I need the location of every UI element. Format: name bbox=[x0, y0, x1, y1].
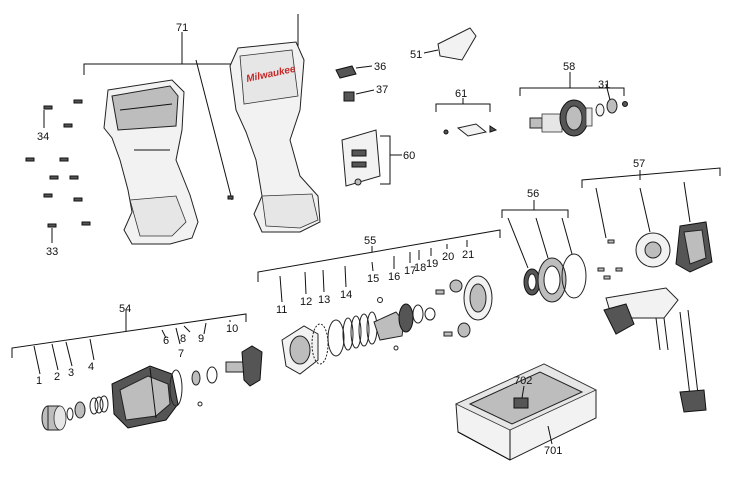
callout-16: 16 bbox=[388, 271, 400, 283]
callout-33: 33 bbox=[46, 246, 58, 258]
part-60-latch: 60 bbox=[341, 129, 415, 187]
callout-11: 11 bbox=[276, 304, 287, 316]
group-carrying-case: 702 701 bbox=[455, 363, 597, 461]
part-51: 51 bbox=[410, 27, 477, 61]
callout-51: 51 bbox=[410, 49, 422, 61]
parts-36-37: 36 37 bbox=[335, 61, 388, 102]
right-housing-half: Milwaukee bbox=[229, 41, 321, 233]
callout-54: 54 bbox=[119, 303, 131, 315]
callout-3: 3 bbox=[68, 367, 74, 379]
part-61: 61 bbox=[435, 88, 498, 137]
left-housing-half bbox=[103, 79, 199, 245]
callout-56: 56 bbox=[527, 188, 539, 200]
callout-12: 12 bbox=[300, 296, 312, 308]
group-56: 56 bbox=[501, 188, 587, 303]
callout-19: 19 bbox=[426, 258, 438, 270]
callout-20: 20 bbox=[442, 251, 454, 263]
group-57-electronics: 57 bbox=[581, 158, 721, 413]
callout-13: 13 bbox=[318, 294, 330, 306]
callout-1: 1 bbox=[36, 375, 42, 387]
housing-label-plate bbox=[227, 195, 234, 200]
callout-701: 701 bbox=[544, 445, 562, 457]
callout-21: 21 bbox=[462, 249, 474, 261]
group-58-rotor: 58 31 bbox=[519, 61, 628, 137]
callout-57: 57 bbox=[633, 158, 645, 170]
callout-2: 2 bbox=[54, 371, 60, 383]
callout-17: 17 bbox=[404, 265, 416, 277]
callout-15: 15 bbox=[367, 273, 379, 285]
callout-71: 71 bbox=[176, 22, 188, 34]
housing-screws: 34 33 bbox=[25, 99, 91, 258]
callout-31: 31 bbox=[598, 79, 610, 91]
callout-7: 7 bbox=[178, 348, 184, 360]
callout-60: 60 bbox=[403, 150, 415, 162]
callout-14: 14 bbox=[340, 289, 352, 301]
callout-55: 55 bbox=[364, 235, 376, 247]
callout-61: 61 bbox=[455, 88, 467, 100]
callout-702: 702 bbox=[514, 375, 532, 387]
callout-18: 18 bbox=[414, 262, 426, 274]
spring-14 bbox=[342, 311, 378, 351]
callout-8: 8 bbox=[180, 333, 186, 345]
callout-6: 6 bbox=[163, 335, 169, 347]
callout-36: 36 bbox=[374, 61, 386, 73]
group-71-housing: 71 Milwaukee bbox=[83, 14, 321, 245]
callout-37: 37 bbox=[376, 84, 388, 96]
callout-4: 4 bbox=[88, 361, 94, 373]
callout-58: 58 bbox=[563, 61, 575, 73]
callout-34: 34 bbox=[37, 131, 49, 143]
group-55: 55 11 12 13 14 15 16 17 18 19 20 21 bbox=[257, 229, 501, 375]
group-54: 54 1 2 3 4 6 7 8 9 10 bbox=[11, 303, 263, 431]
callout-10: 10 bbox=[226, 323, 238, 335]
spring-4 bbox=[89, 395, 109, 415]
callout-9: 9 bbox=[198, 333, 204, 345]
